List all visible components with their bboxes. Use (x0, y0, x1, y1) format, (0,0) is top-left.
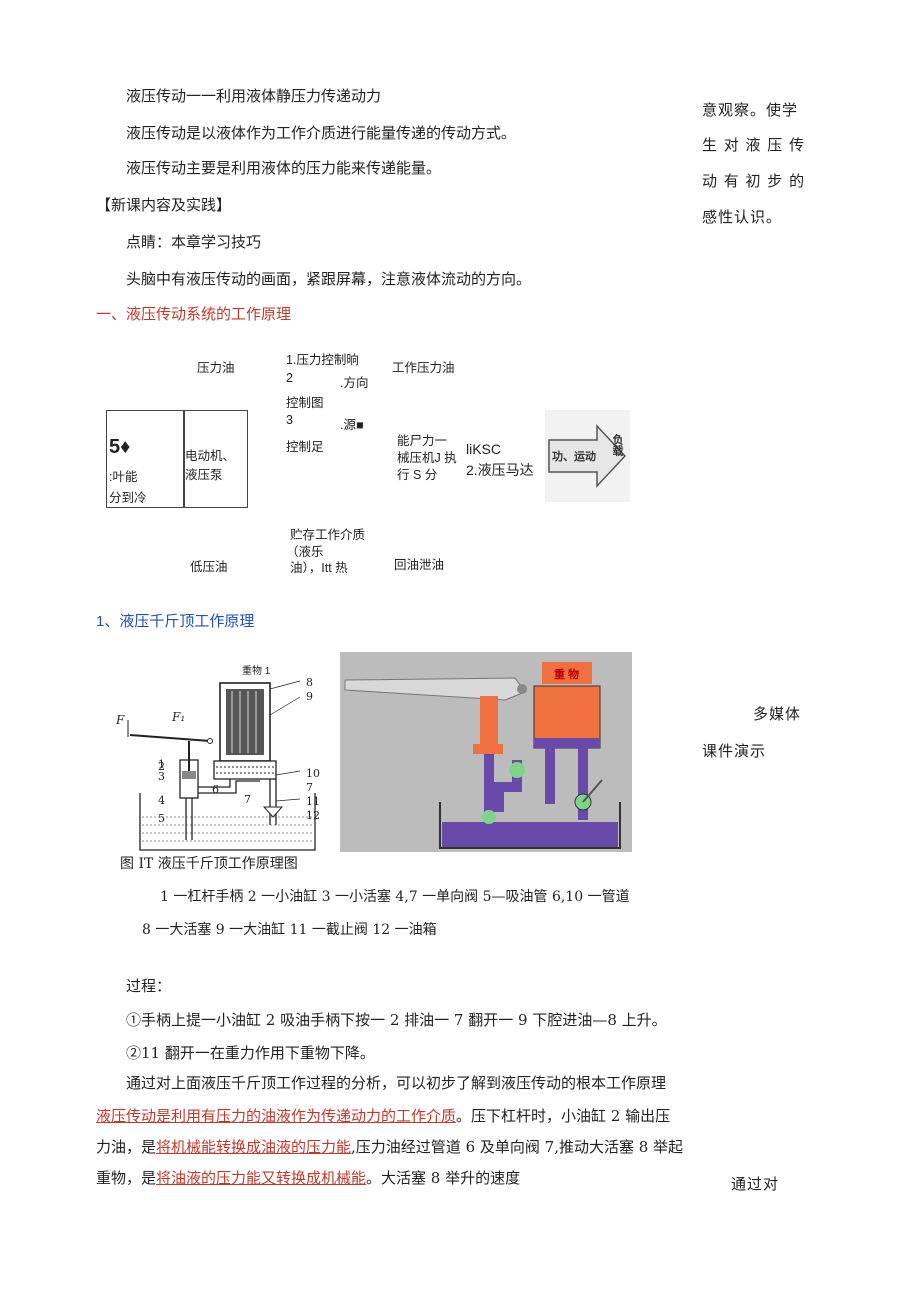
energy-box (106, 410, 185, 508)
intro-line-1: 液压传动一一利用液体静压力传递动力 (126, 87, 382, 105)
jack-animation-graphic: 重 物 (340, 652, 632, 852)
side-note-1-line-4: 感性认识。 (702, 208, 783, 226)
jack-drawing (127, 680, 316, 851)
side-note-1-line-1: 意观察。使学 (702, 101, 799, 119)
label-low-pressure-oil: 低压油 (190, 560, 228, 574)
summary-line-3-a: 力油，是 (96, 1138, 157, 1156)
summary-line-1: 通过对上面液压千斤顶工作过程的分析，可以初步了解到液压传动的根本工作原理 (126, 1074, 667, 1092)
process-step-2: ②11 翻开一在重力作用下重物下降。 (126, 1044, 375, 1062)
weight-label: 重物 1 (242, 666, 271, 677)
subsection-title: 1、液压千斤顶工作原理 (96, 613, 255, 630)
principle-link-1[interactable]: 液压传动是利用有压力的油液作为传递动力的工作介质 (96, 1107, 457, 1125)
jack-number-1: 1 (158, 758, 165, 771)
tip-heading: 点睛：本章学习技巧 (126, 233, 262, 251)
label-control-3a: 3 (286, 413, 293, 427)
principle-link-3[interactable]: 将油液的压力能又转换成机械能 (156, 1169, 367, 1187)
summary-line-4: 重物，是将油液的压力能又转换成机械能。大活塞 8 举升的速度 (96, 1167, 520, 1188)
pump-box-line-2: 液压泵 (185, 468, 223, 482)
label-control-3b: .源■ (340, 418, 364, 432)
label-control-2b: .方向 (340, 376, 369, 390)
jack-number-8: 8 (306, 676, 313, 689)
figure-legend-2: 8 一大活塞 9 一大油缸 11 一截止阀 12 一油箱 (142, 922, 437, 938)
summary-line-4-a: 重物，是 (96, 1169, 157, 1187)
side-note-1-line-2: 生 对 液 压 传 (702, 136, 806, 154)
force-label-F: F (116, 713, 125, 727)
arrow-text: 功、运动 (552, 451, 596, 463)
jack-number-11: 11 (306, 795, 320, 808)
force-label-F1: F₁ (172, 710, 186, 724)
summary-line-3: 力油，是将机械能转换成油液的压力能,压力油经过管道 6 及单向阀 7,推动大活塞… (96, 1136, 683, 1157)
tip-text: 头脑中有液压传动的画面，紧跟屏幕，注意液体流动的方向。 (126, 270, 532, 288)
jack-number-9: 9 (306, 690, 313, 703)
pump-box (183, 410, 248, 508)
summary-line-4-b: 。大活塞 8 举升的速度 (366, 1169, 521, 1187)
jack-number-2: 2 (158, 760, 165, 773)
summary-line-2-rest: 。压下杠杆时，小油缸 2 输出压 (456, 1107, 671, 1125)
jack-number-3: 3 (158, 770, 165, 783)
label-store-2: （液乐 (286, 545, 324, 559)
jack-number-5: 5 (158, 812, 165, 825)
figure-caption: 图 IT 液压千斤顶工作原理图 (120, 856, 298, 872)
label-control-1: 1.压力控制晌 (286, 353, 359, 367)
label-return-oil: 回油泄油 (394, 558, 445, 572)
side-note-2-line-2: 课件演示 (702, 742, 767, 760)
energy-box-line-3: 分到冷 (109, 491, 147, 505)
label-store-1: 贮存工作介质 (290, 528, 366, 542)
process-step-1: ①手柄上提一小油缸 2 吸油手柄下按一 2 排油一 7 翻开一 9 下腔进油—8… (126, 1011, 667, 1029)
summary-line-3-b: ,压力油经过管道 6 及单向阀 7,推动大活塞 8 举起 (351, 1138, 684, 1156)
jack-number-6: 6 (212, 783, 219, 796)
figure-legend-1: 1 一杠杆手柄 2 一小油缸 3 一小活塞 4,7 一单向阀 5—吸油管 6,1… (160, 889, 630, 905)
jack-number-10: 10 (306, 767, 320, 780)
jack-number-4: 4 (158, 794, 165, 807)
executor-line-2: 械压机J 执 (397, 451, 457, 465)
label-pressure-oil: 压力油 (197, 361, 235, 375)
process-title: 过程： (126, 977, 172, 995)
executor-line-3: 行 S 分 (397, 468, 438, 482)
jack-number-7: 7 (244, 793, 251, 806)
actuator-1: liKSC (466, 441, 502, 457)
pump-box-line-1: 电动机、 (185, 449, 236, 463)
output-arrow-graphic (545, 410, 630, 502)
energy-box-line-2: :叶能 (109, 470, 138, 484)
intro-line-3: 液压传动主要是利用液体的压力能来传递能量。 (126, 159, 442, 177)
energy-box-big: 5♦ (109, 436, 131, 458)
side-note-2-line-1: 多媒体 (753, 705, 802, 723)
principle-link-2[interactable]: 将机械能转换成油液的压力能 (156, 1138, 352, 1156)
load-text: 负载 (611, 434, 623, 456)
jack-number-12: 12 (306, 809, 320, 822)
label-store-3: 油），Itt 热 (290, 561, 348, 575)
actuator-2: 2.液压马达 (466, 462, 534, 478)
label-control-2c: 控制图 (286, 396, 324, 410)
executor-line-1: 能尸力一 (397, 434, 448, 448)
intro-line-2: 液压传动是以液体作为工作介质进行能量传递的传动方式。 (126, 124, 517, 142)
label-work-pressure-oil: 工作压力油 (392, 361, 455, 375)
side-note-1-line-3: 动 有 初 步 的 (702, 172, 806, 190)
side-note-3: 通过对 (731, 1175, 780, 1193)
label-control-3c: 控制足 (286, 440, 324, 454)
anim-weight-label: 重 物 (554, 669, 580, 681)
jack-number-7b: 7 (306, 781, 313, 794)
summary-line-2: 液压传动是利用有压力的油液作为传递动力的工作介质。压下杠杆时，小油缸 2 输出压 (96, 1105, 670, 1126)
new-lesson-heading: 【新课内容及实践】 (96, 196, 232, 214)
section-title: 一、液压传动系统的工作原理 (96, 306, 292, 323)
label-control-2a: 2 (286, 371, 293, 385)
